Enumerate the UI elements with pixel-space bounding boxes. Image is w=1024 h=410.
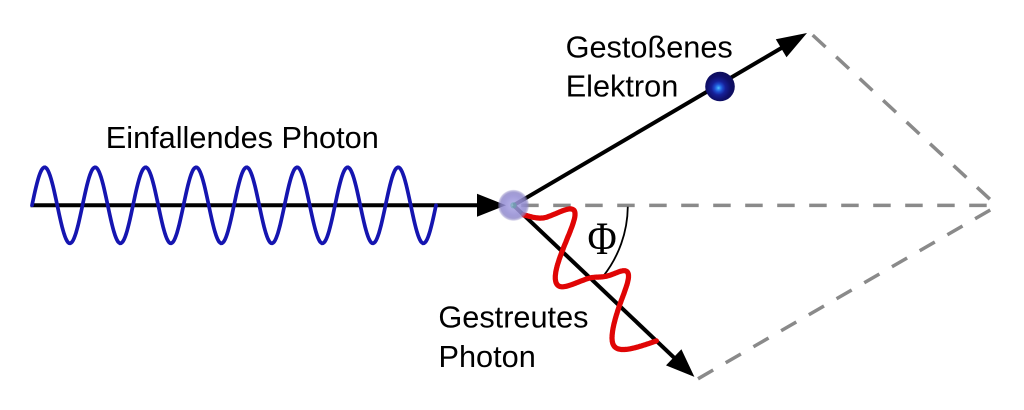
svg-text:Gestoßenes: Gestoßenes [566, 29, 733, 64]
svg-text:Φ: Φ [588, 213, 617, 265]
svg-text:Gestreutes: Gestreutes [438, 300, 588, 335]
svg-text:Einfallendes Photon: Einfallendes Photon [106, 120, 379, 155]
svg-text:Photon: Photon [439, 339, 536, 374]
svg-text:Elektron: Elektron [566, 68, 679, 103]
